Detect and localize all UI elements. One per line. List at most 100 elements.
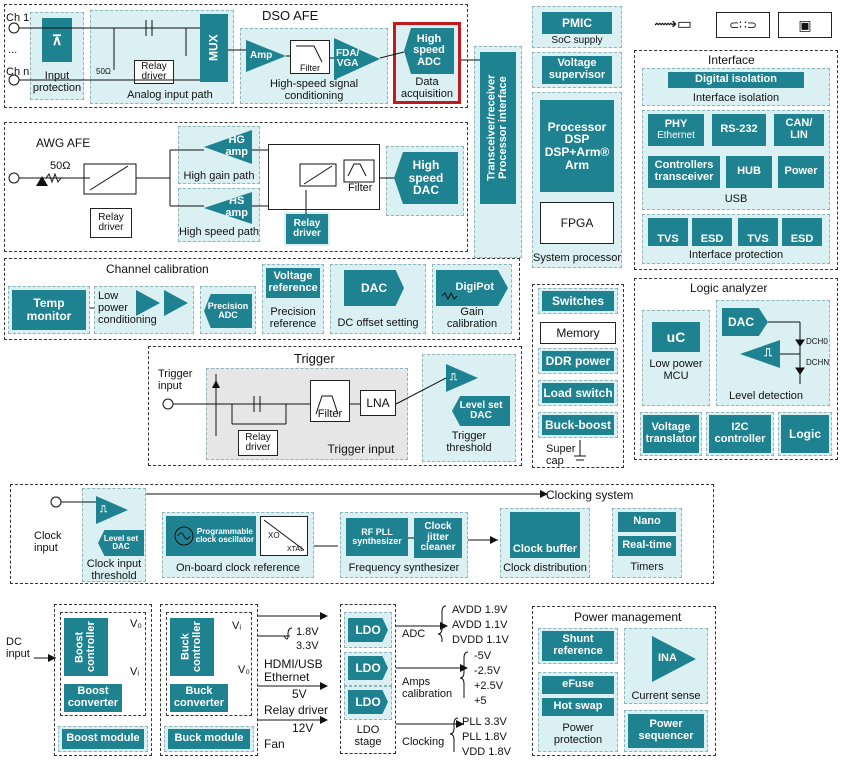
- clock-distribution-label: Clock distribution: [503, 562, 587, 574]
- ddr-power-block: DDR power: [542, 351, 614, 371]
- pmic-block: PMIC: [542, 12, 612, 34]
- clock-input-label: Clock input: [34, 530, 62, 555]
- awg-afe-title: AWG AFE: [36, 136, 91, 150]
- uc-block: uC: [652, 322, 700, 352]
- i2c-controller-block: I2C controller: [709, 415, 771, 453]
- ethernet-port-icon: ▣: [778, 12, 832, 38]
- logic-dac-block: DAC: [722, 308, 768, 336]
- ldo-block-2: LDO: [348, 656, 388, 680]
- clocking-section: [10, 484, 714, 584]
- phy-label: PHY: [664, 117, 688, 130]
- awg-relay-driver-1: Relay driver: [90, 208, 132, 238]
- rs232-block: RS-232: [712, 114, 766, 146]
- dvdd11-label: DVDD 1.1V: [452, 634, 509, 646]
- analog-input-path-label: Analog input path: [127, 89, 213, 101]
- temp-monitor-block: Temp monitor: [12, 290, 86, 330]
- awg-ohm50: 50Ω: [50, 160, 71, 172]
- v18-label: 1.8V: [296, 626, 319, 638]
- awg-afe-section: [4, 122, 468, 252]
- mux-block: MUX: [200, 14, 228, 82]
- memory-power-section: [532, 284, 624, 468]
- clock-threshold-label: Clock input threshold: [86, 558, 142, 583]
- dso-afe-title: DSO AFE: [262, 8, 319, 23]
- lna-block: LNA: [360, 390, 396, 416]
- controllers-transceiver-block: Controllers transceiver: [648, 156, 720, 188]
- ch1-label: Ch 1: [6, 12, 30, 24]
- interface-section: [634, 50, 838, 270]
- ethernet-label: Ethernet: [657, 129, 695, 141]
- power-sequencer-block: Power sequencer: [628, 714, 704, 748]
- amps-cal-label: Amps calibration: [402, 676, 453, 701]
- trigger-input-caption: Trigger input: [327, 442, 395, 456]
- nano-block: Nano: [618, 512, 676, 532]
- xo-label: XO: [268, 531, 280, 540]
- p25-label: +2.5V: [474, 680, 504, 692]
- voltage-reference-block: Voltage reference: [266, 268, 320, 298]
- realtime-block: Real-time: [618, 536, 676, 556]
- channel-calibration-section: [4, 258, 520, 340]
- calibration-title: Channel calibration: [106, 262, 209, 276]
- buck-module-block: Buck module: [168, 729, 250, 749]
- v12-label: 12V: [292, 721, 314, 735]
- ch-dots: ...: [8, 44, 18, 56]
- hs-adc-block: High speed ADC: [404, 28, 454, 74]
- clock-buffer-label: Clock buffer: [512, 543, 578, 556]
- esd-block-1: ESD: [692, 218, 732, 246]
- m25-label: -2.5V: [474, 665, 501, 677]
- logic-analyzer-title: Logic analyzer: [690, 281, 768, 295]
- dch0-label: DCH0: [806, 337, 828, 346]
- hub-block: HUB: [726, 156, 772, 188]
- usb-power-block: Power: [778, 156, 824, 188]
- interface-protection-label: Interface protection: [688, 249, 784, 261]
- trigger-filter-block: Filter: [310, 380, 350, 422]
- boost-module-block: Boost module: [62, 729, 144, 749]
- awg-relay-driver-2: Relay driver: [286, 214, 328, 244]
- fpga-block: FPGA: [540, 202, 614, 244]
- diode-block: ⊼: [42, 18, 72, 62]
- interface-isolation-label: Interface isolation: [692, 92, 780, 104]
- digital-isolation-block: Digital isolation: [668, 72, 804, 88]
- calib-dac-block: DAC: [344, 270, 404, 306]
- filter-label-1: Filter: [300, 62, 320, 73]
- switches-block: Switches: [542, 291, 614, 311]
- input-protection-label: Input protection: [32, 70, 82, 95]
- ldo-stage-label: LDO stage: [354, 724, 382, 749]
- current-sense-label: Current sense: [631, 690, 701, 702]
- boost-vi-label: Vᵢ: [130, 666, 140, 678]
- dchn-label: DCHN: [806, 358, 830, 367]
- prog-osc-label: Programmable clock oscillator: [195, 526, 254, 544]
- ldo-block-3: LDO: [348, 690, 388, 714]
- gain-calibration-label: Gain calibration: [446, 306, 498, 331]
- hs-path-label: High speed path: [178, 226, 260, 238]
- voltage-translator-block: Voltage translator: [643, 415, 699, 453]
- hg-path-label: High gain path: [183, 170, 255, 182]
- canlin-block: CAN/ LIN: [774, 114, 824, 146]
- hs-signal-cond-label: High-speed signal conditioning: [269, 78, 359, 103]
- m5-label: -5V: [474, 650, 492, 662]
- data-acq-label: Data acquisition: [401, 76, 453, 101]
- level-detection-label: Level detection: [729, 390, 803, 402]
- tvs-block-2: TVS: [738, 218, 778, 246]
- usb-connector-icon: ⟿▭: [642, 12, 704, 38]
- vdd18-label: VDD 1.8V: [462, 746, 511, 758]
- dc-offset-label: DC offset setting: [337, 317, 419, 329]
- low-power-label: Low power conditioning: [98, 290, 157, 327]
- pll18-label: PLL 1.8V: [462, 731, 507, 743]
- clock-level-dac: Level set DAC: [98, 530, 144, 556]
- low-power-mcu-label: Low power MCU: [649, 358, 703, 383]
- boost-module-section: [54, 604, 152, 756]
- avdd11-label: AVDD 1.1V: [452, 619, 508, 631]
- buck-vi-label: Vᵢ: [232, 620, 242, 632]
- relay-driver-1: Relay driver: [134, 60, 174, 84]
- precision-adc-block: Precision ADC: [204, 294, 252, 328]
- precision-reference-label: Precision reference: [269, 306, 317, 331]
- buck-boost-block: Buck-boost: [542, 415, 614, 435]
- hdmi-label: HDMI/USB Ethernet: [264, 657, 323, 685]
- power-protection-label: Power protection: [553, 722, 603, 747]
- timers-label: Timers: [630, 561, 664, 573]
- boost-converter-block: Boost converter: [64, 684, 122, 712]
- trigger-threshold-label: Trigger threshold: [446, 430, 492, 455]
- trigger-section: [148, 346, 522, 466]
- buck-vo-label: V₀: [238, 664, 250, 676]
